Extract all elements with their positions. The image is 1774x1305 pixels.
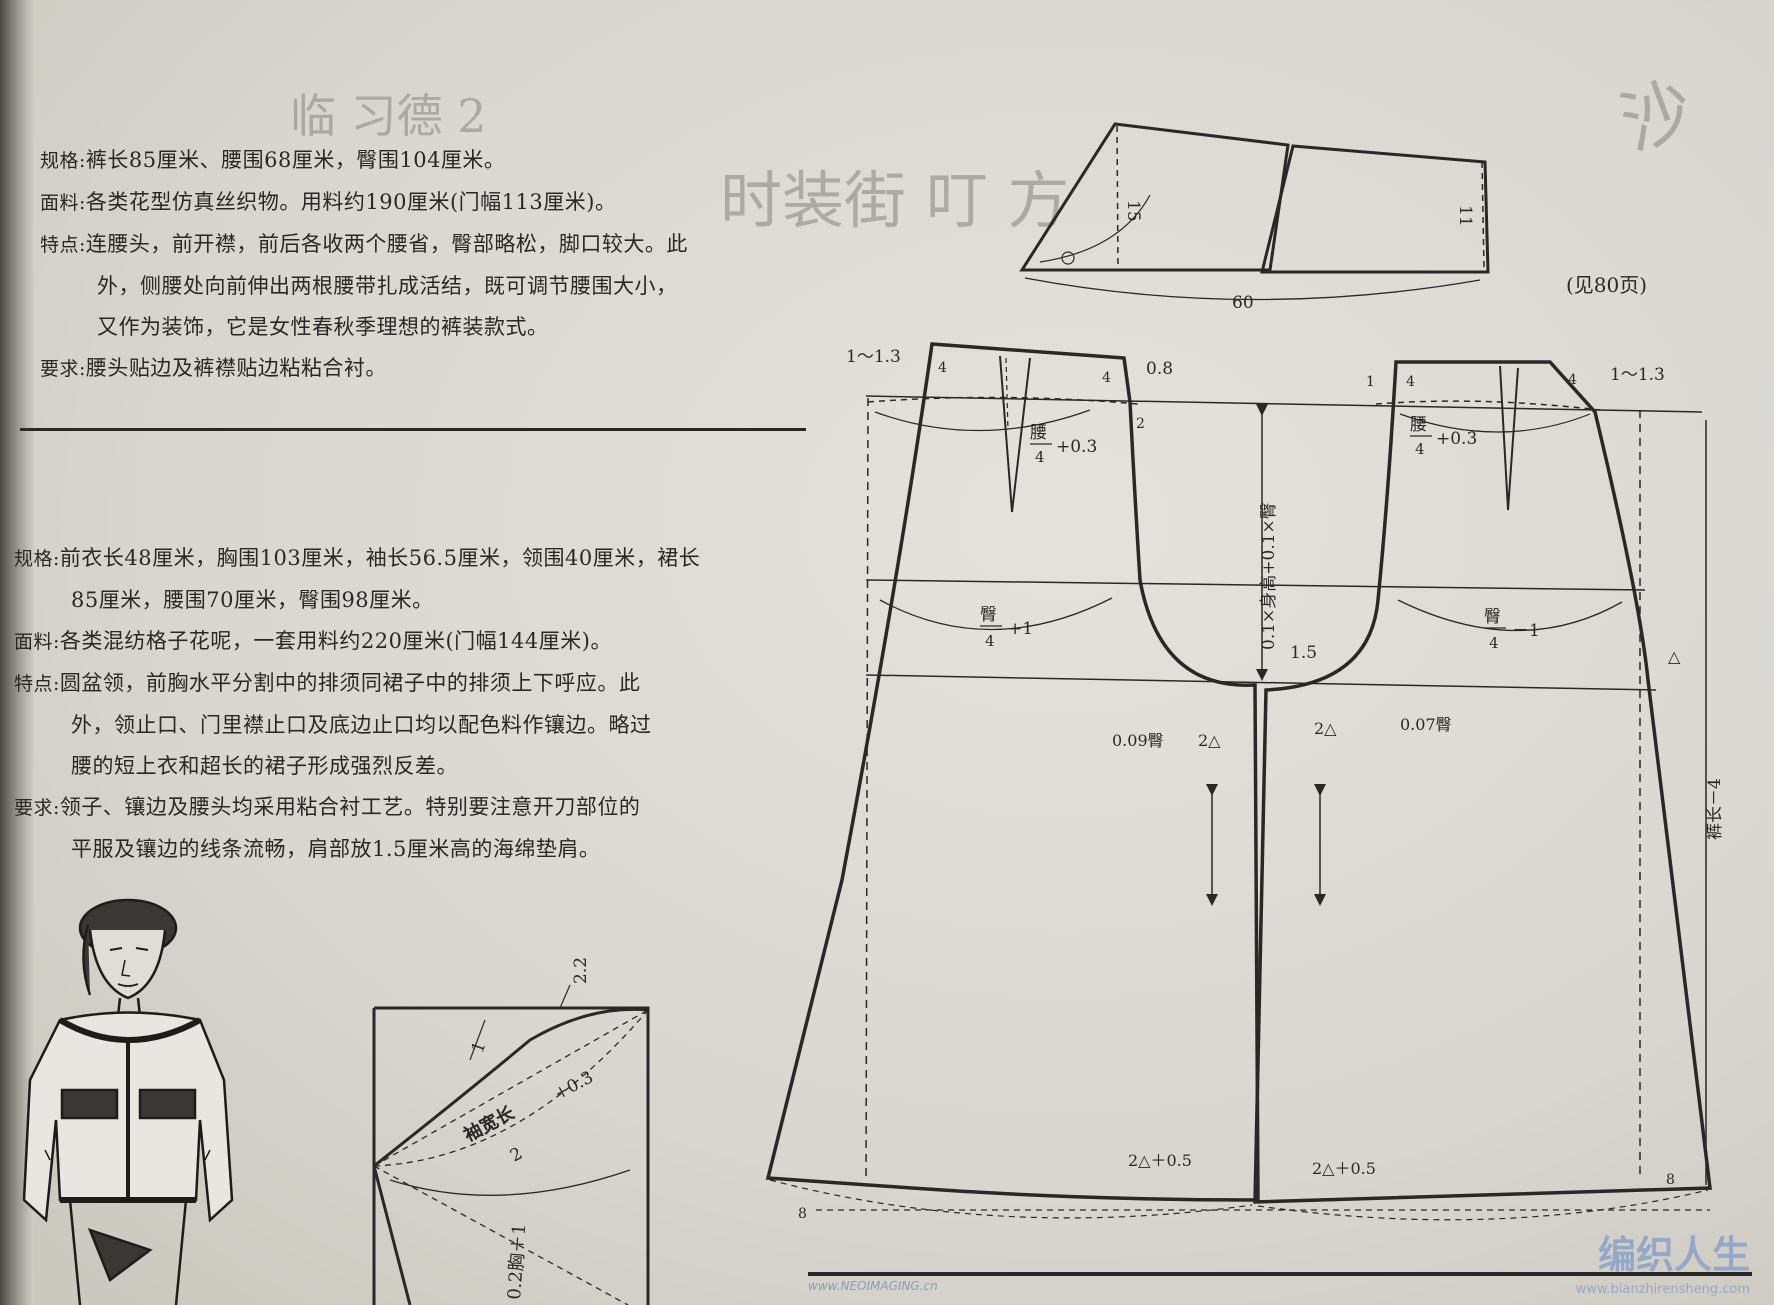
brand-watermark: 编织人生 bbox=[1597, 1233, 1750, 1277]
spec-label: 要求: bbox=[40, 358, 86, 380]
label-4-b: 4 bbox=[1102, 370, 1111, 386]
book-binding bbox=[0, 0, 34, 1305]
spec-label: 要求: bbox=[14, 797, 60, 819]
label-4-d: 4 bbox=[1568, 372, 1577, 388]
bottom-spec-block: 规格:前衣长48厘米，胸围103厘米，袖长56.5厘米，领围40厘米，裙长 85… bbox=[14, 538, 700, 870]
spec-text: 又作为装饰，它是女性春秋季理想的裤装款式。 bbox=[97, 315, 549, 339]
ghost-text-2: 时装街 叮 方 bbox=[720, 164, 1070, 237]
spec-row: 外，侧腰处向前伸出两根腰带扎成活结，既可调节腰围大小， bbox=[40, 266, 688, 307]
spec-text: 腰头贴边及裤襟贴边粘粘合衬。 bbox=[85, 356, 387, 380]
label-1: 1 bbox=[1366, 374, 1375, 390]
spec-row: 又作为装饰，它是女性春秋季理想的裤装款式。 bbox=[40, 307, 688, 348]
spec-label: 面料: bbox=[14, 631, 60, 653]
spec-text: 各类混纺格子花呢，一套用料约220厘米(门幅144厘米)。 bbox=[59, 629, 612, 653]
hip-front-add: +1 bbox=[1008, 619, 1033, 639]
waistband-dim-15: 15 bbox=[1123, 200, 1143, 222]
spec-text: 各类花型仿真丝织物。用料约190厘米(门幅113厘米)。 bbox=[85, 190, 617, 214]
sleeve-draft bbox=[372, 984, 650, 1305]
spec-text: 连腰头，前开襟，前后各收两个腰省，臀部略松，脚口较大。此 bbox=[85, 232, 688, 256]
spec-row: 要求:腰头贴边及裤襟贴边粘粘合衬。 bbox=[40, 348, 688, 390]
spec-row: 规格:裤长85厘米、腰围68厘米，臀围104厘米。 bbox=[40, 140, 688, 182]
spec-text: 裤长85厘米、腰围68厘米，臀围104厘米。 bbox=[85, 148, 506, 172]
hip-front-numerator: 臀 bbox=[980, 605, 997, 625]
trouser-length-label: 裤长－4 bbox=[1705, 778, 1725, 840]
spec-label: 面料: bbox=[40, 192, 86, 214]
spec-text: 平服及镶边的线条流畅，肩部放1.5厘米高的海绵垫肩。 bbox=[71, 837, 601, 861]
spec-text: 外，侧腰处向前伸出两根腰带扎成活结，既可调节腰围大小， bbox=[97, 274, 678, 298]
label-1-1-3-left: 1～1.3 bbox=[846, 347, 901, 367]
hip-back-denominator: 4 bbox=[1489, 634, 1499, 652]
sleeve-add: +0.3 bbox=[551, 1067, 597, 1104]
trouser-draft bbox=[765, 342, 1712, 1221]
label-1-1-3-right: 1～1.3 bbox=[1610, 365, 1665, 385]
spec-text: 前衣长48厘米，胸围103厘米，袖长56.5厘米，领围40厘米，裙长 bbox=[59, 546, 701, 570]
spec-text: 领子、镶边及腰头均采用粘合衬工艺。特别要注意开刀部位的 bbox=[59, 795, 641, 819]
spec-text: 圆盆领，前胸水平分割中的排须同裙子中的排须上下呼应。此 bbox=[59, 671, 641, 695]
spec-text: 85厘米，腰围70厘米，臀围98厘米。 bbox=[71, 588, 434, 612]
spec-row: 特点:圆盆领，前胸水平分割中的排须同裙子中的排须上下呼应。此 bbox=[14, 663, 700, 705]
label-1-5: 1.5 bbox=[1290, 643, 1317, 663]
waist-back-numerator: 腰 bbox=[1410, 415, 1427, 435]
waistband-draft bbox=[1019, 122, 1490, 301]
spec-row: 规格:前衣长48厘米，胸围103厘米，袖长56.5厘米，领围40厘米，裙长 bbox=[14, 538, 700, 580]
label-4-a: 4 bbox=[938, 360, 947, 376]
sleeve-denominator: 2 bbox=[507, 1144, 526, 1167]
ghost-text-1: 临 习德 2 bbox=[290, 89, 487, 143]
spec-text: 腰的短上衣和超长的裙子形成强烈反差。 bbox=[71, 754, 458, 778]
section-divider bbox=[20, 428, 806, 431]
waist-front-denominator: 4 bbox=[1035, 448, 1045, 466]
spec-row: 外，领止口、门里襟止口及底边止口均以配色料作镶边。略过 bbox=[14, 705, 700, 746]
rise-formula: 0.1×身高+0.1×臀 bbox=[1259, 502, 1279, 650]
waistband-dim-11: 11 bbox=[1455, 205, 1475, 227]
sleeve-chest-formula: 0.2胸＋1 bbox=[504, 1223, 530, 1300]
spec-row: 85厘米，腰围70厘米，臀围98厘米。 bbox=[14, 580, 700, 621]
spec-label: 特点: bbox=[14, 673, 60, 695]
sleeve-numerator: 袖宽长 bbox=[460, 1101, 519, 1146]
waist-front-add: +0.3 bbox=[1056, 437, 1097, 457]
site-watermark: www.NEOIMAGING.cn bbox=[808, 1279, 938, 1293]
spec-label: 特点: bbox=[40, 234, 86, 256]
sleeve-label-2-2: 2.2 bbox=[571, 957, 591, 984]
spec-row: 平服及镶边的线条流畅，肩部放1.5厘米高的海绵垫肩。 bbox=[14, 829, 700, 870]
label-0-09-hip: 0.09臀 bbox=[1112, 731, 1164, 750]
spec-label: 规格: bbox=[40, 150, 86, 172]
hem-label-right: 2△＋0.5 bbox=[1312, 1159, 1376, 1178]
label-4-c: 4 bbox=[1406, 374, 1415, 390]
spec-row: 面料:各类混纺格子花呢，一套用料约220厘米(门幅144厘米)。 bbox=[14, 621, 700, 663]
spec-row: 要求:领子、镶边及腰头均采用粘合衬工艺。特别要注意开刀部位的 bbox=[14, 787, 700, 829]
brand-watermark-url: www.bianzhirensheng.com bbox=[1575, 1282, 1750, 1297]
waist-front-numerator: 腰 bbox=[1030, 423, 1047, 443]
spec-row: 腰的短上衣和超长的裙子形成强烈反差。 bbox=[14, 746, 700, 787]
sleeve-label-1: 1 bbox=[468, 1039, 490, 1056]
hip-back-add: －1 bbox=[1512, 621, 1540, 641]
label-0-07-hip: 0.07臀 bbox=[1400, 715, 1452, 734]
label-0-8: 0.8 bbox=[1146, 359, 1173, 379]
spec-row: 特点:连腰头，前开襟，前后各收两个腰省，臀部略松，脚口较大。此 bbox=[40, 224, 688, 266]
waistband-dim-60: 60 bbox=[1232, 293, 1254, 313]
page-reference: (见80页) bbox=[1566, 273, 1647, 297]
hem-label-left: 2△＋0.5 bbox=[1128, 1151, 1192, 1170]
spec-row: 面料:各类花型仿真丝织物。用料约190厘米(门幅113厘米)。 bbox=[40, 182, 688, 224]
fashion-illustration bbox=[22, 898, 234, 1305]
label-8-b: 8 bbox=[1666, 1172, 1675, 1188]
top-spec-block: 规格:裤长85厘米、腰围68厘米，臀围104厘米。 面料:各类花型仿真丝织物。用… bbox=[40, 140, 688, 390]
label-triangle: △ bbox=[1668, 647, 1681, 666]
hip-front-denominator: 4 bbox=[985, 632, 995, 650]
label-2-triangle-b: 2△ bbox=[1314, 719, 1337, 738]
bottom-rule bbox=[808, 1272, 1752, 1276]
hip-back-numerator: 臀 bbox=[1484, 607, 1501, 627]
label-2: 2 bbox=[1136, 416, 1145, 432]
spec-label: 规格: bbox=[14, 548, 60, 570]
waist-back-add: +0.3 bbox=[1436, 429, 1477, 449]
label-8-a: 8 bbox=[798, 1206, 807, 1222]
label-2-triangle-a: 2△ bbox=[1198, 731, 1221, 750]
spec-text: 外，领止口、门里襟止口及底边止口均以配色料作镶边。略过 bbox=[71, 713, 652, 737]
waist-back-denominator: 4 bbox=[1415, 440, 1425, 458]
